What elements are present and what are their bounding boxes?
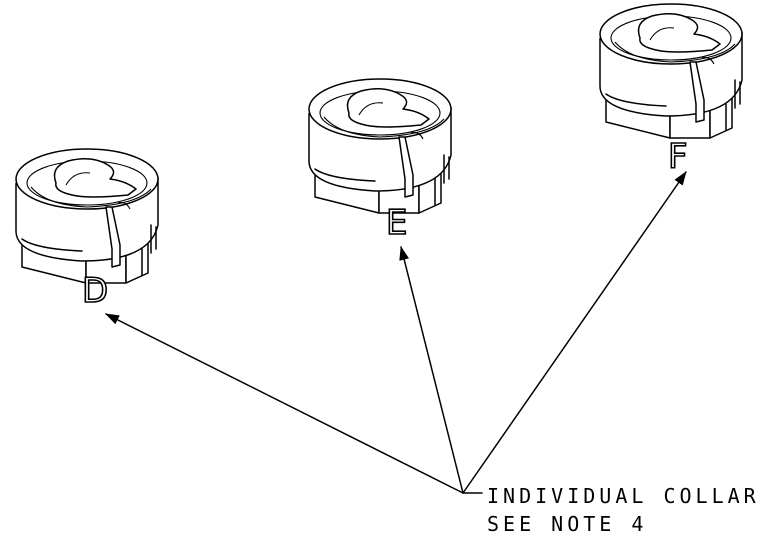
collar-label-d: D <box>82 271 108 311</box>
leader-to-collar-e <box>399 246 464 494</box>
callout-line-1: INDIVIDUAL COLLAR <box>487 484 760 508</box>
collar-d <box>15 148 159 284</box>
leader-to-collar-f <box>462 171 687 494</box>
collar-e <box>308 78 452 214</box>
callout-line-2: SEE NOTE 4 <box>487 512 647 536</box>
collar-label-e: E <box>386 203 407 243</box>
leader-lines <box>105 171 687 494</box>
leader-to-collar-d <box>105 313 464 494</box>
collar-f <box>599 3 743 139</box>
collar-label-f: F <box>668 137 688 177</box>
